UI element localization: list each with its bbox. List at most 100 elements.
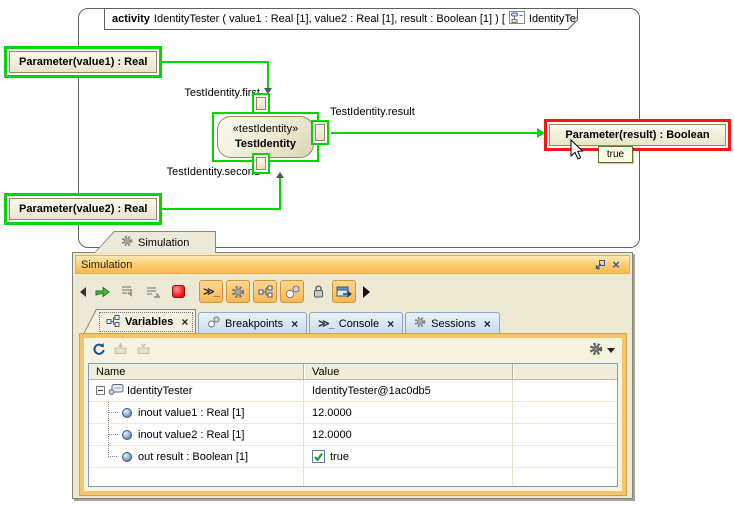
tree-branch <box>108 424 120 445</box>
row-value: true <box>330 450 349 463</box>
tab-console-close-icon[interactable]: × <box>387 316 395 331</box>
row-value: IdentityTester@1ac0db5 <box>312 384 431 397</box>
activity-keyword: activity <box>112 13 150 25</box>
pin-label-result: TestIdentity.result <box>330 106 415 118</box>
pin-first[interactable] <box>252 93 270 114</box>
simulation-toolbar: ≫_ <box>77 277 370 306</box>
pin-sphere-icon <box>122 451 132 462</box>
column-header-extra <box>513 364 617 379</box>
flow-value2-arrowhead <box>276 172 284 178</box>
activity-parameter-result[interactable]: Parameter(result) : Boolean <box>544 119 731 151</box>
tab-sessions[interactable]: Sessions × <box>405 312 500 334</box>
step-into-button[interactable] <box>117 281 139 303</box>
options-gear-icon[interactable] <box>589 342 603 359</box>
variables-table: Name Value IdentityTester IdentityTester… <box>88 363 618 487</box>
tab-sessions-label: Sessions <box>431 317 476 330</box>
pin-sphere-icon <box>122 429 132 440</box>
column-header-name[interactable]: Name <box>89 364 304 379</box>
activity-frame-header: activity IdentityTester ( value1 : Real … <box>104 8 578 30</box>
result-checkbox[interactable] <box>312 450 325 463</box>
step-over-button[interactable] <box>142 281 164 303</box>
console-toggle-button[interactable]: ≫_ <box>199 280 223 303</box>
parameter-value2-label: Parameter(value2) : Real <box>9 198 158 220</box>
parameter-value1-label: Parameter(value1) : Real <box>9 51 158 73</box>
flow-value1-arrowhead <box>264 88 272 94</box>
simulation-tab-label: Simulation <box>138 236 190 249</box>
float-window-button[interactable] <box>592 257 608 272</box>
run-button[interactable] <box>92 281 114 303</box>
activity-signature: IdentityTester ( value1 : Real [1], valu… <box>153 13 505 25</box>
mouse-cursor <box>570 138 588 164</box>
breakpoints-toggle-button[interactable] <box>280 280 304 303</box>
pin-label-second: TestIdentity.second <box>166 166 260 178</box>
variables-toggle-button[interactable] <box>253 280 277 303</box>
table-row[interactable]: inout value2 : Real [1] 12.0000 <box>89 424 617 446</box>
flow-value1-horizontal[interactable] <box>157 61 269 63</box>
collapse-icon[interactable] <box>96 386 105 395</box>
row-name: IdentityTester <box>127 384 193 397</box>
tab-breakpoints-close-icon[interactable]: × <box>291 316 299 331</box>
tab-breakpoints[interactable]: Breakpoints × <box>198 312 308 334</box>
table-row[interactable]: inout value1 : Real [1] 12.0000 <box>89 402 617 424</box>
action-name: TestIdentity <box>235 138 296 150</box>
activity-parameter-value2[interactable]: Parameter(value2) : Real <box>4 193 163 225</box>
table-row[interactable]: out result : Boolean [1] true <box>89 446 617 468</box>
pin-second[interactable] <box>252 153 270 174</box>
simulation-panel-titlebar: Simulation × <box>75 255 630 274</box>
tab-variables-label: Variables <box>125 316 174 328</box>
import-icon[interactable] <box>136 342 151 358</box>
parameter-result-label: Parameter(result) : Boolean <box>549 124 726 146</box>
options-dropdown-icon[interactable] <box>607 347 615 353</box>
tab-variables[interactable]: Variables × <box>83 309 196 334</box>
row-name: out result : Boolean [1] <box>138 450 249 463</box>
empty-table-row <box>89 468 617 486</box>
flow-result[interactable] <box>331 132 541 134</box>
open-diagram-toggle-button[interactable] <box>332 280 356 303</box>
pin-result[interactable] <box>311 120 329 145</box>
lock-button[interactable] <box>307 281 329 303</box>
simulation-gear-icon <box>121 235 133 250</box>
tab-variables-close-icon[interactable]: × <box>181 315 189 329</box>
tab-console-label: Console <box>338 317 380 330</box>
flow-result-arrowhead <box>537 128 545 138</box>
flow-value2-vertical[interactable] <box>279 178 281 209</box>
simulation-panel-title: Simulation <box>81 258 133 271</box>
variables-pane: Name Value IdentityTester IdentityTester… <box>79 333 627 496</box>
table-row[interactable]: IdentityTester IdentityTester@1ac0db5 <box>89 380 617 402</box>
tab-console[interactable]: ≫_ Console × <box>309 312 404 334</box>
activity-parameter-value1[interactable]: Parameter(value1) : Real <box>4 46 163 78</box>
value-tooltip: true <box>598 146 633 163</box>
action-node-testidentity[interactable]: «testIdentity» TestIdentity <box>217 116 314 158</box>
terminate-button[interactable] <box>167 281 189 303</box>
tab-sessions-close-icon[interactable]: × <box>483 316 491 331</box>
sessions-gear-icon <box>414 316 426 331</box>
toolbar-collapse-icon[interactable] <box>80 286 86 297</box>
row-value: 12.0000 <box>312 428 352 441</box>
row-value: 12.0000 <box>312 406 352 419</box>
simulation-window-tab[interactable]: Simulation <box>94 231 216 253</box>
tab-breakpoints-label: Breakpoints <box>225 317 284 330</box>
simulation-panel: Simulation × ≫_ <box>72 252 633 499</box>
console-icon: ≫_ <box>318 318 335 330</box>
toolbar-flyout-icon[interactable] <box>363 285 370 298</box>
table-header-row: Name Value <box>89 364 617 380</box>
tree-branch <box>108 402 120 423</box>
panel-tab-row: Variables × Breakpoints × ≫_ Console × <box>83 309 500 334</box>
pin-sphere-icon <box>122 407 132 418</box>
export-icon[interactable] <box>113 342 128 358</box>
instance-icon <box>108 383 124 398</box>
simulation-config-toggle-button[interactable] <box>226 280 250 303</box>
refresh-icon[interactable] <box>91 342 105 359</box>
tree-branch-last <box>108 446 120 467</box>
pin-label-first: TestIdentity.first <box>184 87 260 99</box>
variables-tree-icon <box>106 314 120 330</box>
variables-toolbar <box>84 338 622 362</box>
row-name: inout value1 : Real [1] <box>138 406 245 419</box>
flow-value2-horizontal[interactable] <box>157 208 281 210</box>
activity-diagram-icon <box>509 11 525 27</box>
action-stereotype: «testIdentity» <box>232 123 299 135</box>
column-header-value[interactable]: Value <box>304 364 513 379</box>
close-panel-button[interactable]: × <box>612 257 620 272</box>
flow-value1-vertical[interactable] <box>267 61 269 89</box>
